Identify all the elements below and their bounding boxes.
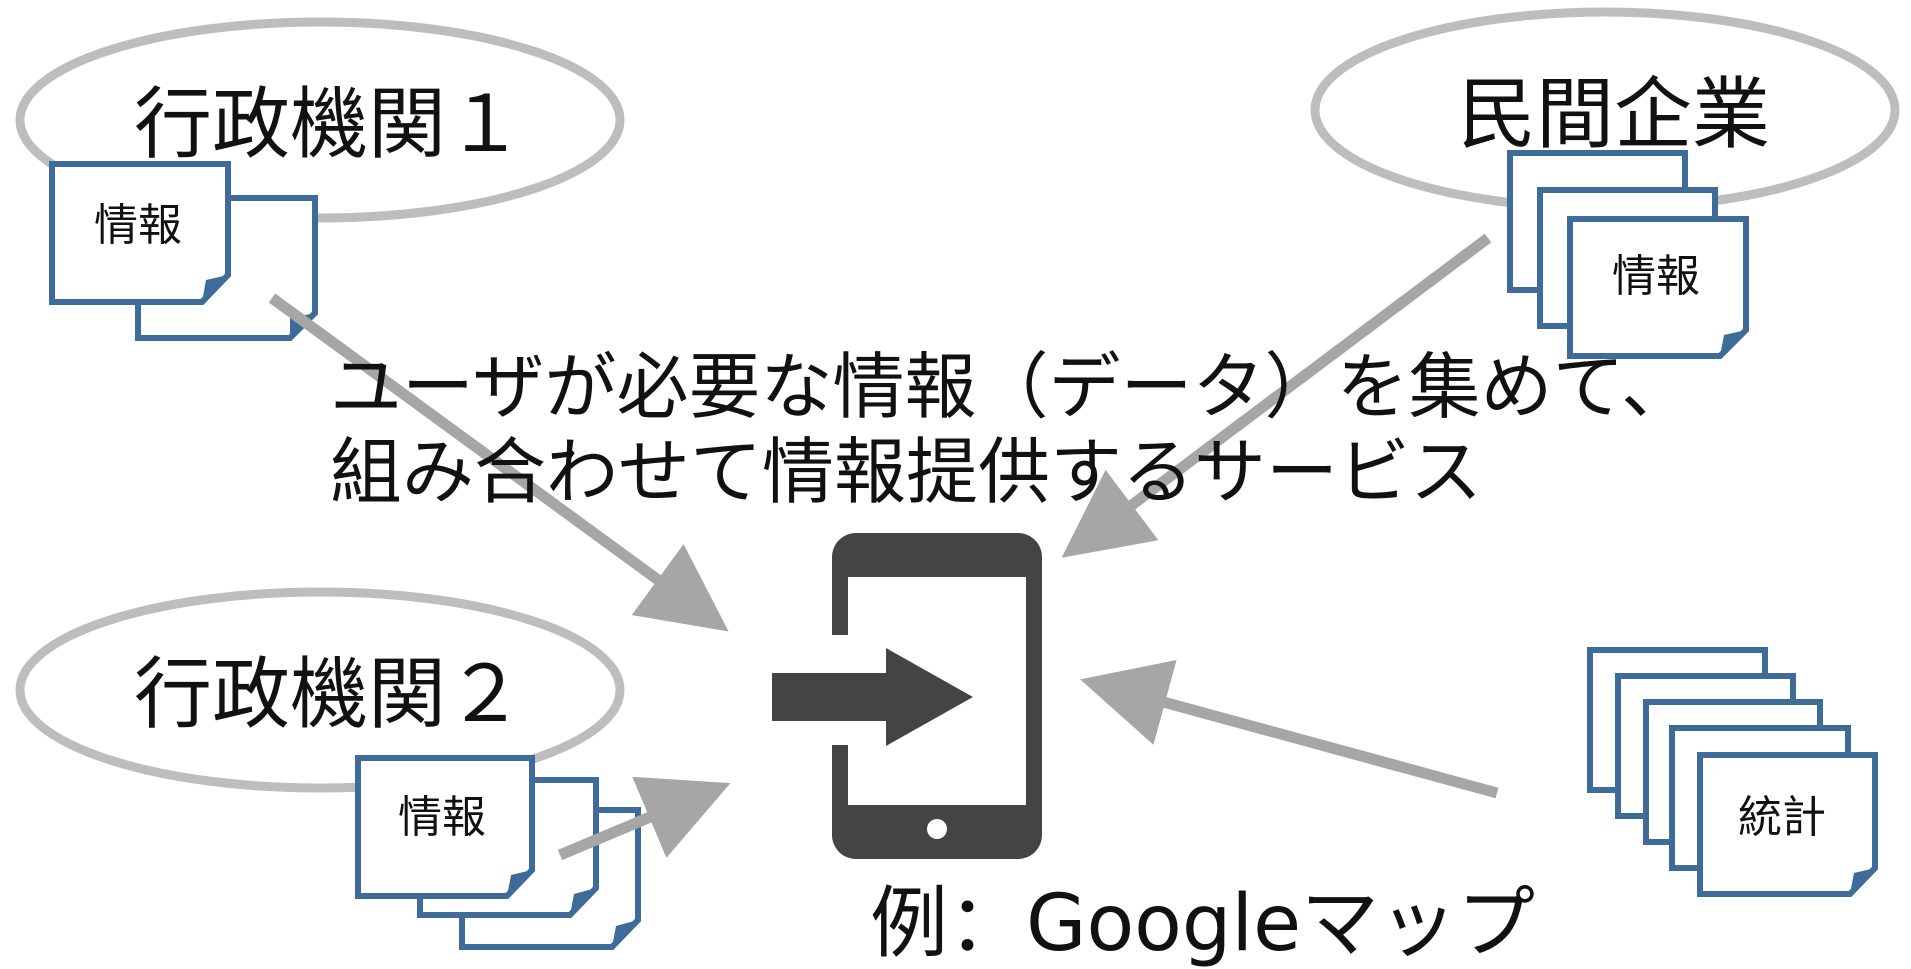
gov1-ellipse xyxy=(15,17,625,223)
gov2-doc-folds xyxy=(507,870,638,947)
stats-doc-stack xyxy=(1587,647,1878,897)
gov1-doc-stack xyxy=(49,161,318,341)
gov2-doc-stack xyxy=(355,755,641,950)
arrow-private xyxy=(1061,233,1492,558)
arrow-stats xyxy=(1080,660,1499,799)
gov2-label: 行政機関２ xyxy=(134,650,525,740)
stats-doc-label: 統計 xyxy=(1738,792,1826,843)
private-doc-label: 情報 xyxy=(1612,251,1700,302)
private-doc-folds xyxy=(1720,330,1746,356)
example-caption: 例：Googleマップ xyxy=(870,879,1536,969)
private-label: 民間企業 xyxy=(1458,70,1771,160)
arrow-gov2 xyxy=(557,776,731,861)
private-doc-stack xyxy=(1507,150,1749,359)
arrow-gov1 xyxy=(268,293,729,632)
stats-doc-folds xyxy=(1850,868,1875,894)
smartphone-input-icon xyxy=(772,533,1042,859)
gov1-label: 行政機関１ xyxy=(134,80,525,170)
gov2-doc-label: 情報 xyxy=(398,792,486,843)
gov1-doc-label: 情報 xyxy=(94,200,182,251)
service-description-line1: ユーザが必要な情報（データ）を集めて、 xyxy=(330,345,1693,429)
arrows xyxy=(268,233,1499,861)
service-description-line2: 組み合わせて情報提供するサービス xyxy=(330,430,1483,514)
gov2-ellipse xyxy=(15,587,625,793)
